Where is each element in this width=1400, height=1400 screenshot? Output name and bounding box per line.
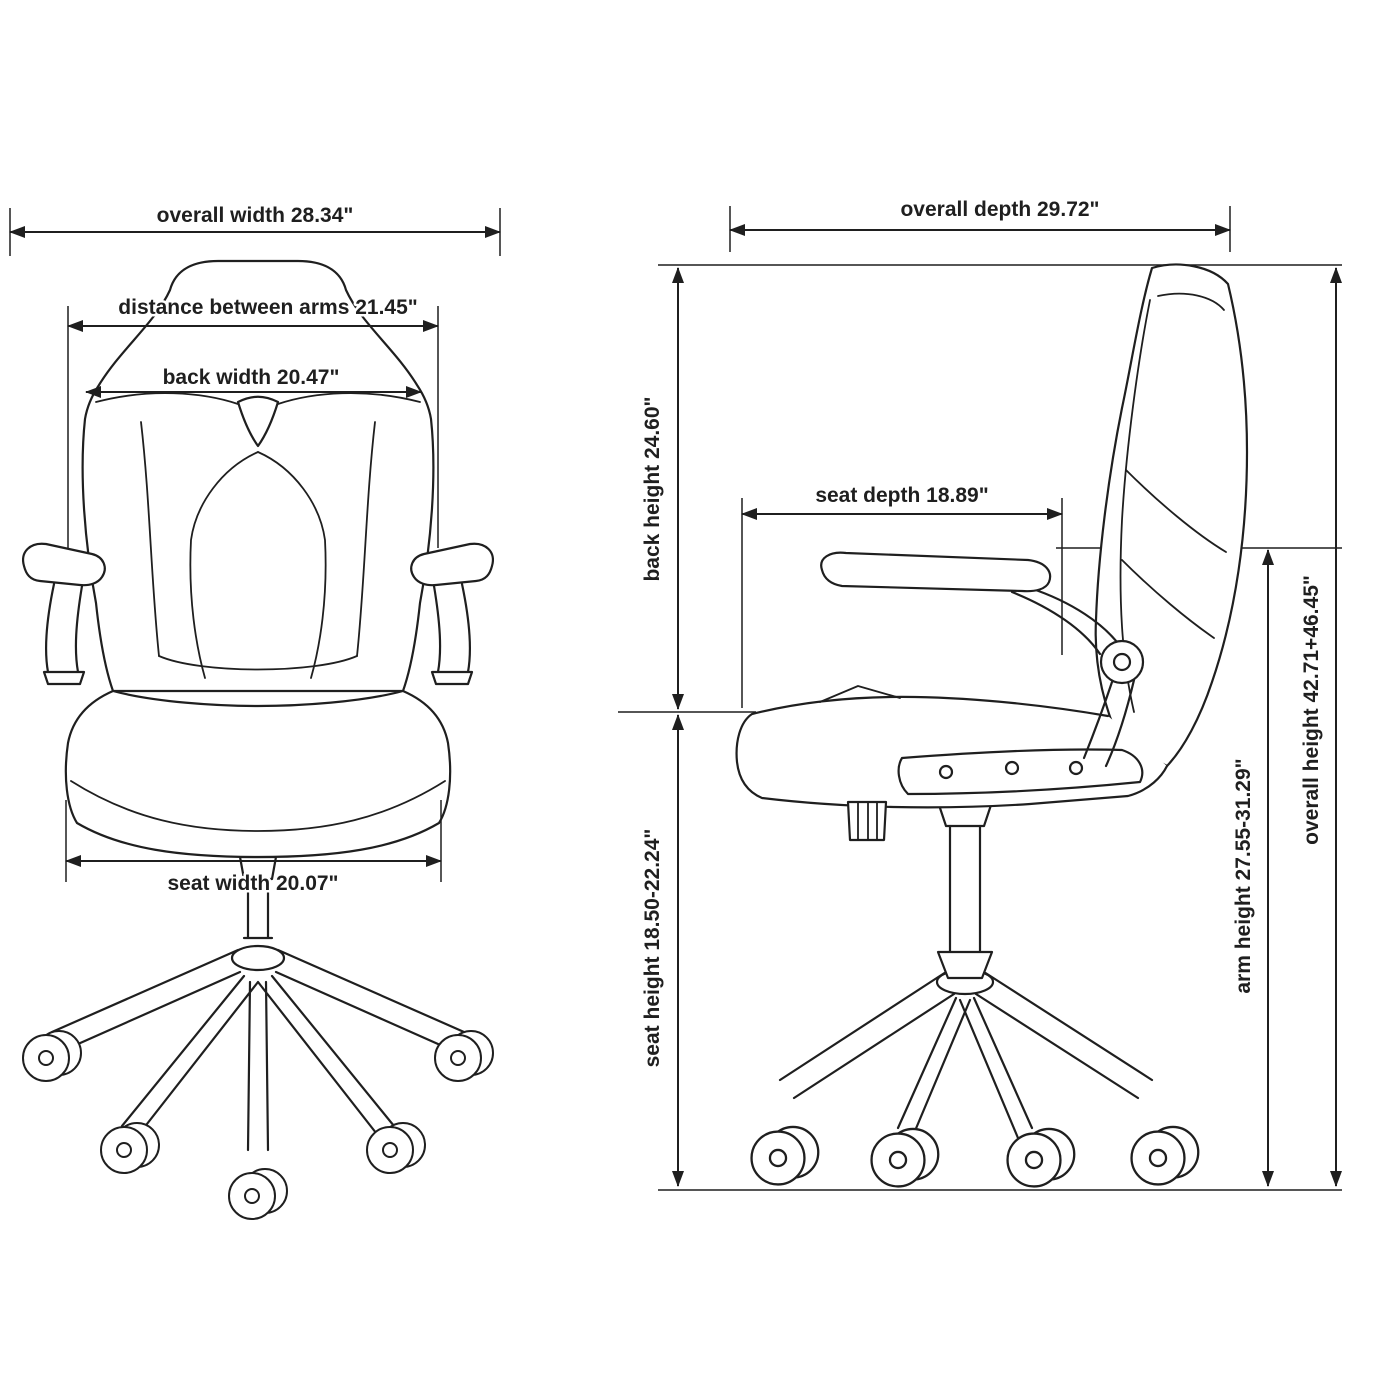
- side-armrest-support-lower: [1082, 678, 1136, 768]
- front-caster-left: [22, 1030, 82, 1082]
- side-headrest-seam: [1157, 292, 1225, 311]
- dim-back-height: back height 24.60": [639, 267, 684, 710]
- front-caster-bottom: [228, 1168, 288, 1220]
- front-caster-lower-left: [100, 1122, 160, 1174]
- overall-width-label: overall width 28.34": [157, 204, 354, 227]
- side-gas-lift-column: [948, 824, 982, 954]
- armrest-pivot-outer: [1099, 639, 1145, 685]
- tilt-knob-ridges: [857, 801, 878, 841]
- seat-height-label: seat height 18.50-22.24": [641, 829, 664, 1068]
- front-view: overall width 28.34" distance between ar…: [9, 202, 501, 1220]
- dim-overall-depth: overall depth 29.72": [729, 196, 1231, 252]
- front-base-hub: [230, 944, 286, 972]
- side-caster-back: [1130, 1125, 1200, 1186]
- left-armrest-support: [42, 582, 86, 686]
- side-armrest-support-upper: [1010, 586, 1122, 656]
- side-view: overall depth 29.72" seat depth 18.89" b…: [618, 196, 1342, 1191]
- side-chair-drawing: [735, 263, 1249, 1188]
- dim-overall-height: overall height 42.71+46.45": [1298, 267, 1342, 1187]
- seat-outline: [64, 689, 452, 859]
- left-armrest-pad: [22, 542, 106, 587]
- seat-panel-bolt-2: [1004, 760, 1020, 776]
- seat-piping-seam: [70, 780, 446, 832]
- arm-height-label: arm height 27.55-31.29": [1232, 758, 1255, 993]
- dim-seat-width: seat width 20.07": [65, 800, 442, 898]
- dim-arm-height: arm height 27.55-31.29": [1230, 549, 1274, 1187]
- armrest-pivot-inner: [1112, 652, 1132, 672]
- back-width-label: back width 20.47": [163, 366, 340, 389]
- side-caster-front: [750, 1125, 820, 1186]
- seat-panel-bolt-1: [938, 764, 954, 780]
- dim-back-width: back width 20.47": [85, 364, 422, 398]
- lumbar-seam: [158, 655, 358, 671]
- back-center-panel-right: [257, 451, 327, 679]
- side-back-diagonal-seam-1: [1125, 469, 1227, 553]
- tilt-knob: [846, 800, 888, 842]
- seat-width-label: seat width 20.07": [167, 872, 338, 895]
- seat-panel-bolt-3: [1068, 760, 1084, 776]
- front-caster-right: [434, 1030, 494, 1082]
- side-back-diagonal-seam-2: [1121, 559, 1215, 639]
- backrest-outline: [81, 259, 435, 693]
- back-center-panel-left: [189, 451, 259, 679]
- back-height-label: back height 24.60": [641, 396, 664, 581]
- side-backrest-outline: [1094, 263, 1249, 768]
- dim-overall-width: overall width 28.34": [9, 202, 501, 256]
- back-side-seam-right: [356, 421, 376, 657]
- seat-side-panel: [897, 748, 1144, 796]
- seat-depth-label: seat depth 18.89": [815, 484, 988, 507]
- overall-height-label: overall height 42.71+46.45": [1300, 575, 1323, 845]
- front-gas-lift-column: [242, 877, 274, 940]
- front-chair-drawing: [22, 259, 494, 1220]
- arms-distance-label: distance between arms 21.45": [118, 296, 417, 319]
- overall-depth-label: overall depth 29.72": [900, 198, 1099, 221]
- side-armrest-pad: [820, 551, 1052, 593]
- right-armrest-support: [430, 582, 474, 686]
- back-side-seam-left: [140, 421, 160, 657]
- right-armrest-pad: [410, 542, 494, 587]
- front-base-legs: [50, 948, 466, 1152]
- side-gas-lift-base: [936, 950, 994, 980]
- dim-seat-height: seat height 18.50-22.24": [639, 714, 684, 1187]
- front-caster-lower-right: [366, 1122, 426, 1174]
- seat-top-dart: [819, 685, 901, 703]
- side-caster-mid-front: [870, 1127, 940, 1188]
- dim-distance-between-arms: distance between arms 21.45": [67, 294, 439, 548]
- side-base-legs: [778, 970, 1154, 1140]
- dim-seat-depth: seat depth 18.89": [741, 482, 1063, 708]
